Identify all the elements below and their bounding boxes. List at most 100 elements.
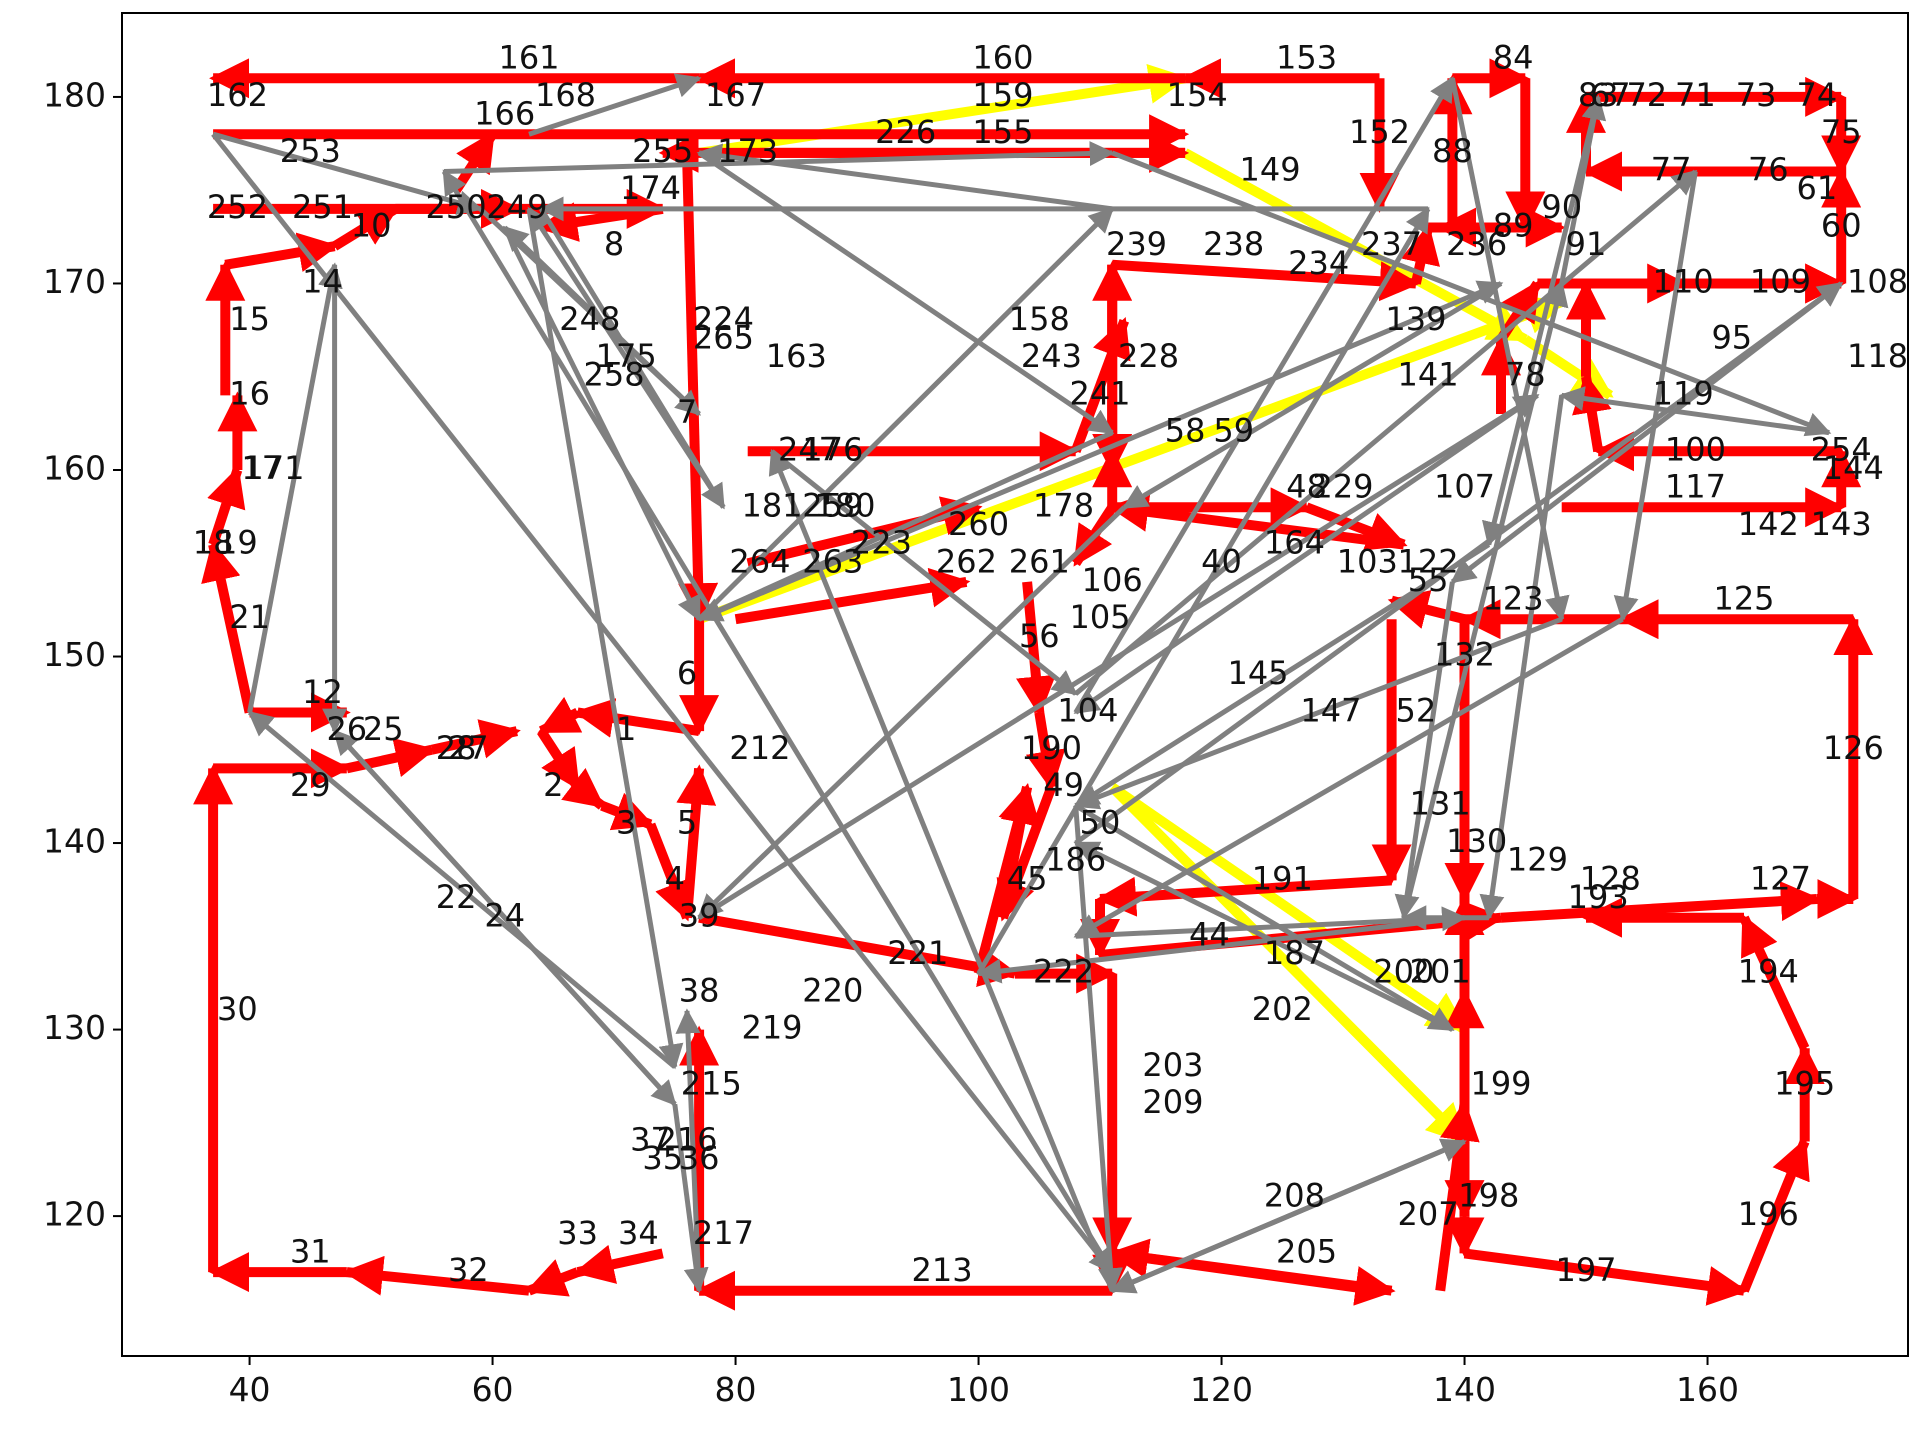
node-label: 254 [1811,430,1872,468]
node-label: 83 [1578,76,1619,114]
node-label: 16 [229,374,270,412]
link-arrow [1401,281,1569,919]
node-label: 186 [1045,841,1106,879]
link-arrow [1109,1139,1466,1294]
node-label: 91 [1566,225,1607,263]
node-label: 255 [632,132,693,170]
node-label: 105 [1069,598,1130,636]
link-arrow [698,280,1504,622]
node-label: 160 [972,39,1033,77]
node-label: 1 [616,710,636,748]
link-arrow [247,710,677,1069]
link-arrow [1613,171,1698,622]
node-label: 32 [448,1251,489,1289]
node-label: 71 [1675,76,1716,114]
route-arrow [676,764,717,919]
node-label: 215 [681,1065,742,1103]
node-label: 61 [1797,169,1838,207]
node-label: 191 [1252,859,1313,897]
route-arrow [1071,317,1131,454]
node-label: 236 [1446,225,1507,263]
node-label: 45 [1007,859,1048,897]
link-arrow [697,207,1114,621]
link-arrow [1394,581,1455,921]
node-label: 7 [677,393,697,431]
node-label: 118 [1847,337,1908,375]
node-label: 60 [1821,207,1862,245]
link-arrow [1450,281,1843,584]
node-label: 84 [1493,39,1534,77]
node-label: 90 [1541,188,1582,226]
node-label: 30 [217,990,258,1028]
node-label: 209 [1142,1083,1203,1121]
node-label: 180 [814,486,875,524]
node-label: 250 [426,188,487,226]
node-label: 252 [207,188,268,226]
link-arrow [443,141,1115,174]
route-arrow [345,737,436,778]
node-label: 132 [1434,636,1495,674]
node-label: 158 [1009,300,1070,338]
node-label: 27 [448,729,489,767]
node-label: 193 [1568,878,1629,916]
route-arrow [1111,1248,1396,1306]
node-label: 95 [1711,318,1752,356]
node-label: 152 [1349,113,1410,151]
node-label: 8 [604,225,624,263]
node-label: 147 [1300,692,1361,730]
node-label: 200 [1373,953,1434,991]
route-arrow [1435,1100,1480,1292]
node-label: 228 [1118,337,1179,375]
node-label: 28 [436,729,477,767]
link-arrow [441,169,1115,1274]
link-arrow [697,505,1127,920]
node-label: 141 [1398,356,1459,394]
node-label: 264 [729,542,790,580]
node-label: 258 [584,356,645,394]
node-label: 130 [1446,822,1507,860]
route-arrow [573,1244,664,1284]
link-arrow [332,729,677,1106]
node-label: 29 [290,766,331,804]
link-arrow [502,226,702,622]
route-arrow [561,767,606,810]
x-tick-label: 160 [1676,1370,1739,1409]
node-label: 38 [679,971,720,1009]
x-tick-label: 80 [715,1370,757,1409]
link-arrow [212,131,483,215]
node-label: 251 [292,188,353,226]
node-label: 190 [1021,729,1082,767]
node-label: 145 [1227,654,1288,692]
node-label: 49 [1043,766,1084,804]
node-label: 4 [665,859,685,897]
node-label: 171 [243,449,304,487]
node-label: 110 [1653,263,1714,301]
route-arrow [1500,881,1821,923]
node-label: 178 [1033,486,1094,524]
node-label: 104 [1057,692,1118,730]
node-label: 154 [1167,76,1228,114]
node-label: 78 [1505,356,1546,394]
node-label: 33 [557,1214,598,1252]
x-tick-label: 140 [1433,1370,1496,1409]
link-arrow [770,449,1078,696]
node-label: 238 [1203,225,1264,263]
link-arrow [528,73,702,137]
node-label: 161 [498,39,559,77]
link-arrow [1073,805,1123,1294]
node-label: 125 [1713,580,1774,618]
node-label: 10 [351,207,392,245]
node-label: 219 [741,1009,802,1047]
link-arrow [1073,76,1455,714]
node-label: 224 [693,300,754,338]
node-label: 72 [1626,76,1667,114]
node-label: 167 [705,76,766,114]
node-label: 222 [1033,953,1094,991]
route-arrow [1108,492,1405,550]
node-label: 52 [1396,692,1437,730]
x-tick-label: 100 [947,1370,1010,1409]
link-arrow [526,206,726,509]
node-label: 195 [1774,1065,1835,1103]
